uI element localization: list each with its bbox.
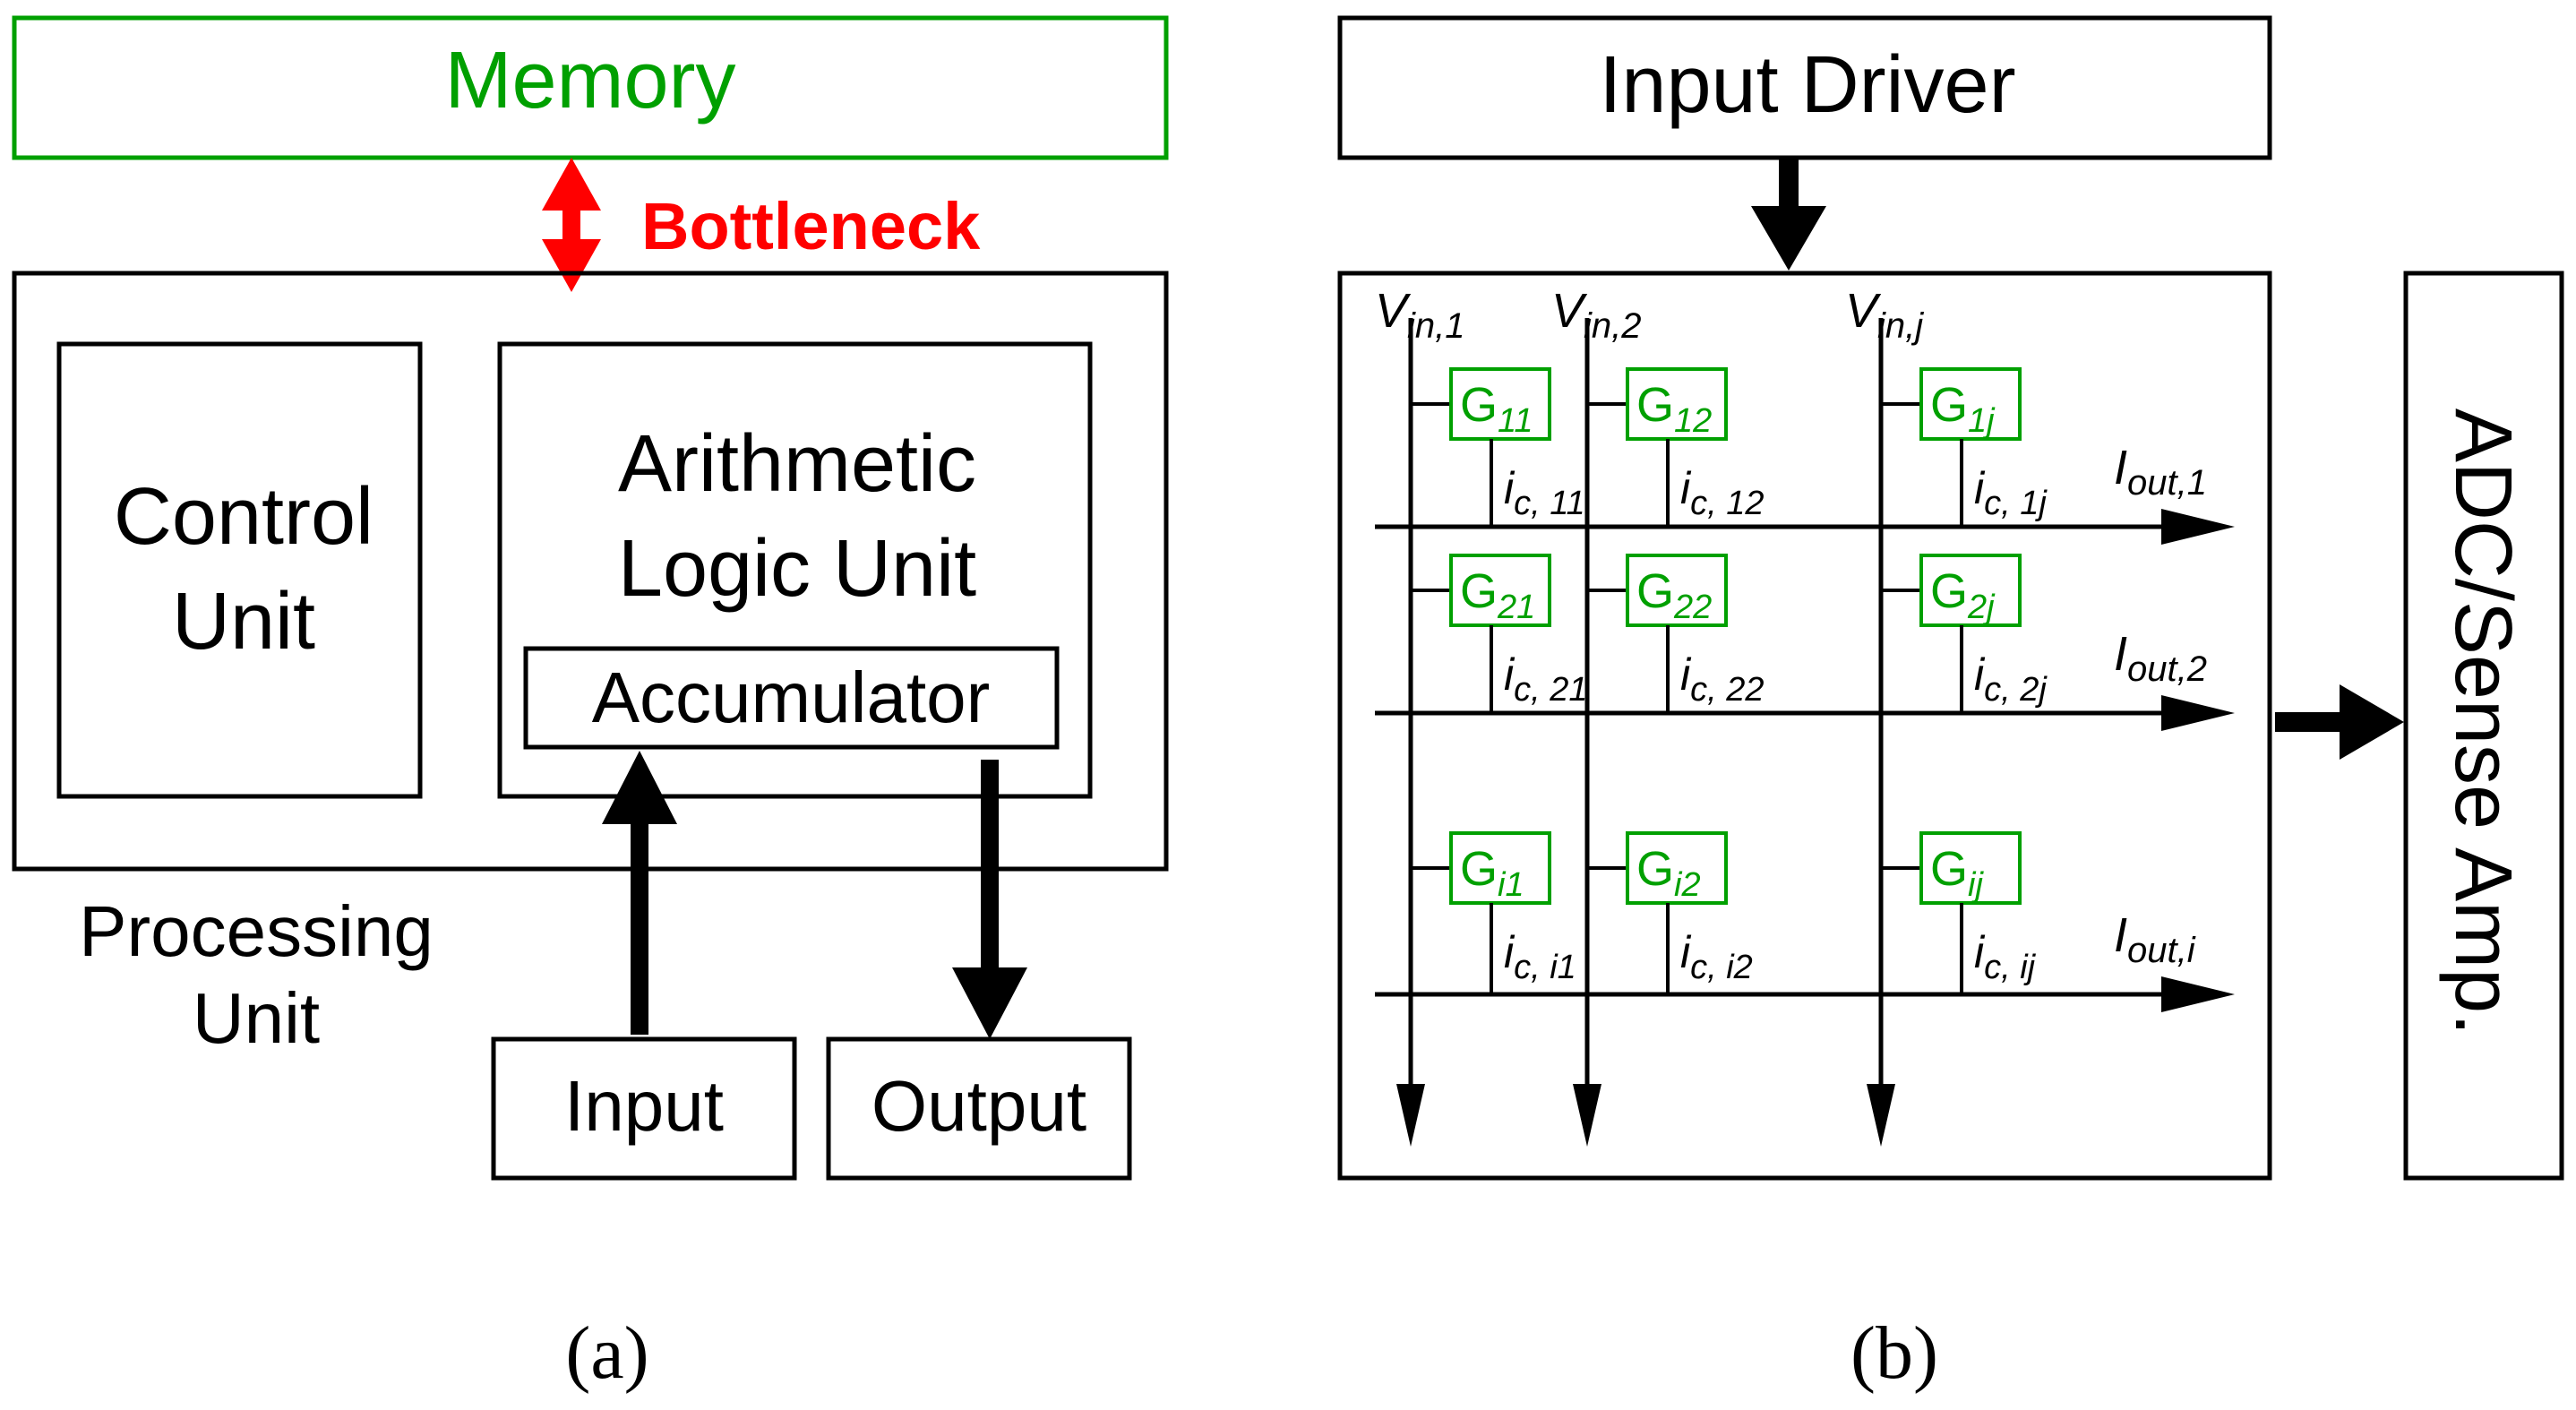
conductance-label: Gi2 bbox=[1636, 842, 1701, 904]
input-driver-box bbox=[1337, 15, 2272, 160]
accumulator-box bbox=[523, 646, 1060, 750]
conductance-label: G11 bbox=[1460, 378, 1533, 440]
input-box bbox=[491, 1036, 797, 1181]
crossbar-cell: G11 ic, 11 bbox=[1411, 367, 1585, 527]
row-arrowhead bbox=[2161, 976, 2235, 1012]
conductance-label: G12 bbox=[1636, 378, 1712, 440]
crossbar-cells: G11 ic, 11 G12 ic, 12 G1j ic, 1j G21 ic, 21 G22 i… bbox=[1411, 367, 2048, 994]
conductance-label: Gi1 bbox=[1460, 842, 1524, 904]
driver-to-array-arrow bbox=[1751, 158, 1826, 271]
bottleneck-label: Bottleneck bbox=[641, 189, 981, 263]
conductance-box bbox=[1449, 554, 1551, 627]
cell-current-label: ic, 11 bbox=[1504, 463, 1585, 522]
output-label: Output bbox=[872, 1066, 1086, 1146]
caption-b: (b) bbox=[1850, 1311, 1938, 1395]
memory-label: Memory bbox=[444, 36, 735, 125]
caption-a: (a) bbox=[565, 1311, 648, 1395]
cell-current-label: ic, ij bbox=[1974, 927, 2037, 986]
cell-current-label: ic, i2 bbox=[1680, 927, 1753, 986]
column-arrowhead bbox=[1573, 1084, 1601, 1147]
row-line bbox=[1375, 976, 2235, 1012]
column-line bbox=[1867, 318, 1895, 1147]
crossbar-cell: Gij ic, ij bbox=[1881, 831, 2037, 994]
column-arrowhead bbox=[1396, 1084, 1425, 1147]
crossbar-cell: G21 ic, 21 bbox=[1411, 554, 1588, 713]
processing-unit-label-line2: Unit bbox=[193, 978, 320, 1058]
cell-current-label: ic, 21 bbox=[1504, 649, 1588, 709]
conductance-box bbox=[1449, 831, 1551, 905]
cell-current-label: ic, i1 bbox=[1504, 927, 1576, 986]
crossbar-cell: G1j ic, 1j bbox=[1881, 367, 2048, 527]
processing-unit-label-line1: Processing bbox=[79, 891, 434, 971]
accumulator-label: Accumulator bbox=[592, 658, 991, 737]
crossbar-cell: Gi2 ic, i2 bbox=[1587, 831, 1753, 994]
conductance-box bbox=[1919, 554, 2022, 627]
conductance-label: G22 bbox=[1636, 564, 1712, 626]
alu-label-line2: Logic Unit bbox=[618, 524, 976, 614]
output-box bbox=[826, 1036, 1132, 1181]
conductance-label: G1j bbox=[1930, 378, 1996, 440]
alu-label-line1: Arithmetic bbox=[618, 419, 976, 509]
column-voltage-labels: Vin,1 Vin,2 Vin,j bbox=[1375, 284, 1924, 346]
bottleneck-arrow bbox=[542, 158, 601, 292]
array-to-adc-arrow bbox=[2275, 684, 2404, 760]
row-lines bbox=[1375, 509, 2235, 1012]
conductance-box bbox=[1919, 367, 2022, 441]
cell-current-label: ic, 2j bbox=[1974, 649, 2048, 709]
alu-box bbox=[497, 341, 1093, 799]
row-arrowhead bbox=[2161, 695, 2235, 731]
conductance-box bbox=[1919, 831, 2022, 905]
row-line bbox=[1375, 695, 2235, 731]
adc-sense-amp-label: ADC/Sense Amp. bbox=[2438, 408, 2528, 1036]
input-driver-label: Input Driver bbox=[1599, 40, 2015, 130]
conductance-label: Gij bbox=[1930, 842, 1984, 904]
conductance-box bbox=[1626, 367, 1728, 441]
adc-sense-amp-box bbox=[2403, 271, 2564, 1181]
column-line bbox=[1396, 318, 1425, 1147]
crossbar-cell: Gi1 ic, i1 bbox=[1411, 831, 1576, 994]
row-current-label: Iout,i bbox=[2114, 908, 2196, 970]
crossbar-cell: G2j ic, 2j bbox=[1881, 554, 2048, 713]
conductance-box bbox=[1626, 554, 1728, 627]
column-voltage-label: Vin,2 bbox=[1551, 284, 1642, 346]
processing-unit-box bbox=[12, 271, 1169, 872]
conductance-label: G21 bbox=[1460, 564, 1535, 626]
column-voltage-label: Vin,j bbox=[1845, 284, 1924, 346]
output-arrow bbox=[952, 760, 1027, 1039]
input-arrow bbox=[602, 751, 677, 1035]
crossbar-cell: G12 ic, 12 bbox=[1587, 367, 1765, 527]
memory-box bbox=[12, 15, 1169, 160]
column-line bbox=[1573, 318, 1601, 1147]
cell-current-label: ic, 12 bbox=[1680, 463, 1765, 522]
conductance-label: G2j bbox=[1930, 564, 1996, 626]
row-current-label: Iout,2 bbox=[2114, 627, 2207, 689]
column-voltage-label: Vin,1 bbox=[1375, 284, 1465, 346]
column-arrowhead bbox=[1867, 1084, 1895, 1147]
row-arrowhead bbox=[2161, 509, 2235, 545]
input-label: Input bbox=[564, 1066, 724, 1146]
row-current-label: Iout,1 bbox=[2114, 441, 2207, 503]
crossbar-cell: G22 ic, 22 bbox=[1587, 554, 1765, 713]
row-line bbox=[1375, 509, 2235, 545]
crossbar-array-box bbox=[1337, 271, 2272, 1181]
cell-current-label: ic, 1j bbox=[1974, 463, 2048, 522]
conductance-box bbox=[1449, 367, 1551, 441]
conductance-box bbox=[1626, 831, 1728, 905]
panel-a: Memory Bottleneck Control Unit Arithmeti… bbox=[12, 15, 1169, 1395]
cell-current-label: ic, 22 bbox=[1680, 649, 1765, 709]
column-lines bbox=[1396, 318, 1895, 1147]
control-unit-label-line1: Control bbox=[114, 472, 374, 562]
control-unit-label-line2: Unit bbox=[172, 577, 315, 666]
control-unit-box bbox=[56, 341, 423, 799]
